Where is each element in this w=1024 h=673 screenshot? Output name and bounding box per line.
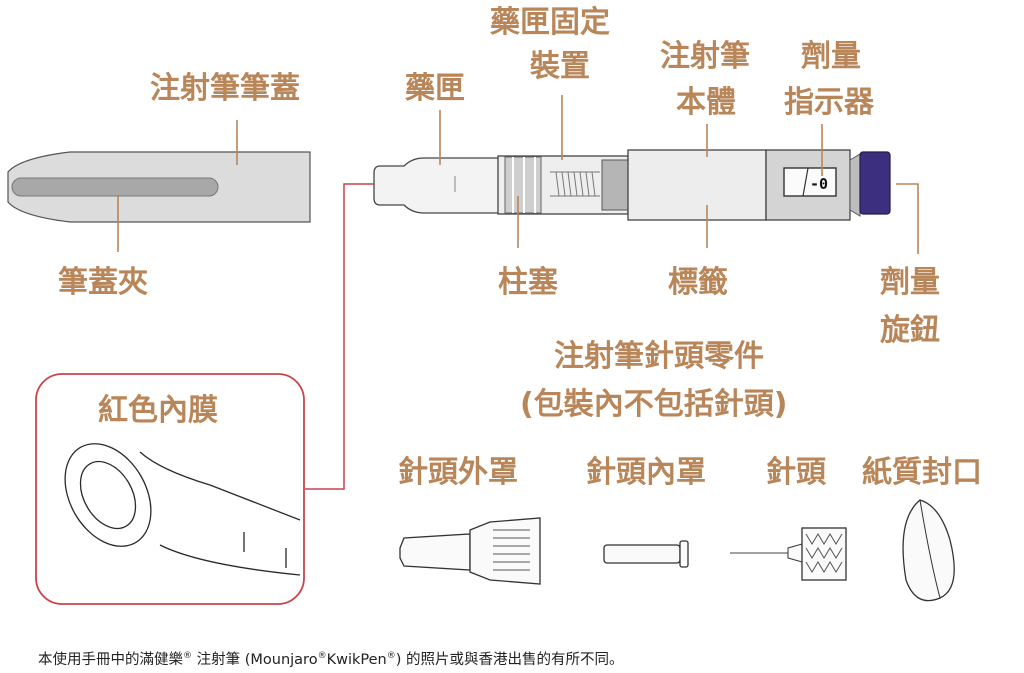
label-dose-indicator-line1: 劑量 xyxy=(801,39,861,74)
dose-window xyxy=(783,167,837,197)
needle-parts-title: 注射筆針頭零件 xyxy=(554,339,764,374)
cap-clip xyxy=(11,177,219,197)
label-cap-clip: 筆蓋夾 xyxy=(58,265,148,300)
label-knob-line1: 劑量 xyxy=(880,265,940,300)
label-holder-line1: 藥匣固定 xyxy=(490,5,610,40)
dose-window-value: -0 xyxy=(810,175,828,193)
needle-parts-subtitle: (包裝內不包括針頭) xyxy=(520,387,787,422)
red-seal-box xyxy=(35,373,305,605)
label-dose-indicator-line2: 指示器 xyxy=(784,85,875,120)
label-cartridge: 藥匣 xyxy=(405,71,465,106)
label-plunger: 柱塞 xyxy=(498,265,558,300)
outer-shield xyxy=(399,517,541,585)
needle-part xyxy=(730,527,847,581)
label-paper-tab: 紙質封口 xyxy=(862,455,982,490)
label-knob-line2: 旋鈕 xyxy=(880,313,940,348)
spring xyxy=(550,171,600,197)
label-needle: 針頭 xyxy=(766,455,827,490)
label-outer-shield: 針頭外罩 xyxy=(398,455,518,490)
label-holder-line2: 裝置 xyxy=(530,49,590,84)
pen-cap xyxy=(7,151,311,223)
paper-tab xyxy=(902,499,955,602)
label-red-seal: 紅色內膜 xyxy=(98,393,218,428)
cartridge-closeup xyxy=(64,443,301,576)
pen-body xyxy=(627,149,767,221)
inner-shield xyxy=(603,540,689,568)
label-cap: 注射筆筆蓋 xyxy=(150,71,300,106)
label-body-line2: 本體 xyxy=(676,85,736,120)
pen-assembly: -0 xyxy=(373,149,891,221)
footnote: 本使用手冊中的滿健樂® 注射筆 (Mounjaro®KwikPen®) 的照片或… xyxy=(38,651,624,668)
label-inner-shield: 針頭內罩 xyxy=(586,455,706,490)
label-label: 標籤 xyxy=(668,265,728,300)
label-body-line1: 注射筆 xyxy=(660,39,750,74)
dose-knob xyxy=(859,151,891,215)
